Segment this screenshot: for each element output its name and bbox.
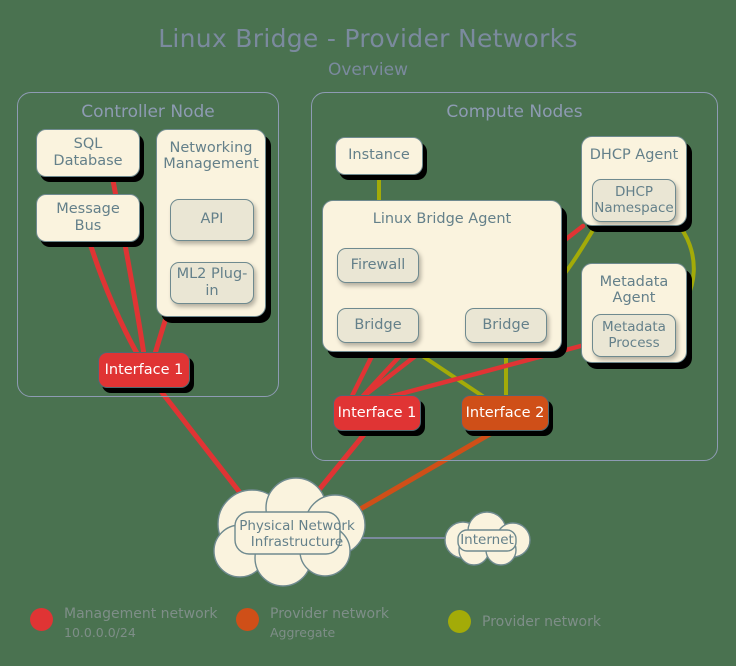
node-compute-interface-1[interactable]: Interface 1 bbox=[333, 395, 421, 431]
node-metadata-process-line2: Process bbox=[608, 334, 660, 351]
node-dhcp-namespace-line2: Namespace bbox=[594, 199, 674, 216]
node-bridge-right-label: Bridge bbox=[482, 316, 530, 333]
node-bridge-left-label: Bridge bbox=[354, 316, 402, 333]
node-sql-database-line2: Database bbox=[53, 153, 123, 169]
node-compute-interface-2[interactable]: Interface 2 bbox=[461, 395, 549, 431]
node-compute-interface-1-label: Interface 1 bbox=[337, 405, 417, 421]
node-message-bus-line1: Message bbox=[56, 200, 120, 217]
node-firewall-label: Firewall bbox=[350, 256, 406, 273]
legend-provider-aggregate-line2: Aggregate bbox=[270, 625, 336, 641]
node-instance-label: Instance bbox=[348, 147, 410, 164]
group-linux-bridge-agent-label: Linux Bridge Agent bbox=[372, 211, 512, 227]
node-dhcp-namespace[interactable]: DHCP Namespace bbox=[592, 179, 676, 222]
line-bridge-left-to-compute-interface1 bbox=[349, 341, 381, 399]
group-metadata-agent-label: Metadata Agent bbox=[582, 274, 686, 306]
line-bridge-left-to-compute-interface1-b bbox=[359, 342, 413, 400]
group-networking-management-line2: Management bbox=[163, 156, 259, 172]
physical-network-cloud bbox=[213, 477, 366, 587]
node-controller-interface-1[interactable]: Interface 1 bbox=[98, 352, 190, 388]
node-ml2-plugin-label: ML2 Plug-in bbox=[176, 265, 248, 299]
node-api[interactable]: API bbox=[170, 199, 254, 241]
legend-label-provider-network: Provider network bbox=[482, 614, 601, 630]
node-sql-database-line1: SQL bbox=[73, 135, 103, 152]
line-compute-interface2-to-physical bbox=[347, 431, 493, 518]
legend-management-network-line2: 10.0.0.0/24 bbox=[64, 625, 136, 641]
node-bridge-left[interactable]: Bridge bbox=[337, 308, 419, 343]
group-networking-management-line1: Networking bbox=[169, 140, 253, 156]
line-messagebus-to-controller-interface1 bbox=[86, 237, 142, 360]
legend-dot-provider-network bbox=[448, 610, 471, 633]
line-controller-interface1-to-physical bbox=[157, 387, 258, 515]
node-message-bus[interactable]: Message Bus bbox=[36, 194, 140, 242]
internet-cloud bbox=[444, 511, 531, 566]
node-bridge-right[interactable]: Bridge bbox=[465, 308, 547, 343]
node-firewall[interactable]: Firewall bbox=[337, 248, 419, 283]
group-metadata-agent-line1: Metadata bbox=[599, 274, 669, 290]
group-dhcp-agent-label: DHCP Agent bbox=[589, 147, 679, 163]
page-subtitle: Overview bbox=[327, 60, 409, 80]
node-message-bus-line2: Bus bbox=[74, 218, 102, 234]
node-metadata-process[interactable]: Metadata Process bbox=[592, 314, 676, 357]
page-title: Linux Bridge - Provider Networks bbox=[158, 24, 578, 53]
node-controller-interface-1-label: Interface 1 bbox=[104, 362, 184, 378]
legend-label-provider-network-aggregate: Provider network Aggregate bbox=[270, 604, 389, 642]
legend-label-management-network: Management network 10.0.0.0/24 bbox=[64, 604, 218, 642]
node-instance[interactable]: Instance bbox=[335, 137, 423, 175]
node-ml2-plugin[interactable]: ML2 Plug-in bbox=[170, 262, 254, 304]
node-metadata-process-line1: Metadata bbox=[602, 318, 666, 335]
legend-dot-provider-network-aggregate bbox=[236, 608, 259, 631]
legend-dot-management-network bbox=[30, 608, 53, 631]
node-dhcp-namespace-line1: DHCP bbox=[614, 183, 654, 200]
group-networking-management-label: Networking Management bbox=[157, 140, 265, 172]
legend-provider-aggregate-line1: Provider network bbox=[270, 606, 389, 622]
node-compute-interface-2-label: Interface 2 bbox=[465, 405, 545, 421]
node-api-label: API bbox=[200, 211, 224, 228]
legend-management-network-line1: Management network bbox=[64, 606, 218, 622]
node-sql-database[interactable]: SQL Database bbox=[36, 129, 140, 177]
group-metadata-agent-line2: Agent bbox=[612, 290, 656, 306]
line-metadata-process-to-compute-interface1 bbox=[367, 340, 595, 405]
